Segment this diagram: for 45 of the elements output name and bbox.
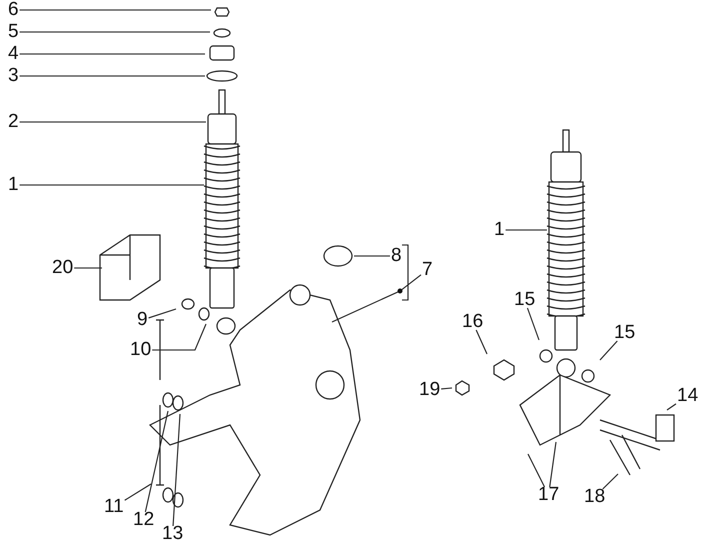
leader-line (549, 442, 557, 488)
callout-number: 7 (422, 260, 433, 280)
leader-line (528, 454, 546, 488)
callout-number: 15 (614, 323, 636, 343)
callout-number: 2 (8, 112, 19, 132)
leader-line (20, 9, 211, 11)
leader-line (441, 387, 452, 390)
callout-number: 19 (419, 380, 440, 400)
callout-number: 9 (137, 310, 148, 330)
callout-number: 10 (130, 340, 152, 360)
callout-number: 1 (494, 220, 505, 240)
callout-number: 8 (391, 246, 402, 266)
leader-line (148, 308, 176, 318)
callout-number: 17 (538, 485, 560, 505)
callout-number: 3 (8, 66, 19, 86)
leader-line (526, 308, 540, 340)
leader-line (172, 414, 181, 526)
leader-line (144, 410, 169, 512)
leader-line (20, 184, 204, 186)
leader-line (506, 229, 547, 231)
leader-line (152, 324, 206, 351)
leader-line (124, 484, 152, 501)
callout-number: 15 (514, 290, 536, 310)
leader-line (476, 330, 488, 354)
leader-line (20, 121, 206, 123)
leader-line (20, 75, 205, 77)
leader-line (332, 274, 422, 322)
callout-number: 18 (584, 487, 606, 507)
callout-number: 5 (8, 22, 19, 42)
callout-number: 20 (52, 258, 74, 278)
callout-number: 14 (677, 386, 698, 406)
leader-line (354, 255, 390, 257)
leader-line (666, 403, 676, 410)
callout-number: 4 (8, 44, 19, 64)
leader-line (602, 474, 618, 490)
callout-number: 1 (8, 175, 19, 195)
leader-line (20, 53, 205, 55)
callout-number: 12 (133, 510, 154, 530)
callout-number: 13 (162, 524, 184, 544)
leader-line (74, 267, 102, 269)
leader-line (600, 340, 618, 360)
callout-number: 11 (104, 497, 124, 517)
callout-number: 6 (8, 0, 19, 20)
leader-line (20, 31, 210, 33)
callout-number: 16 (462, 312, 484, 332)
